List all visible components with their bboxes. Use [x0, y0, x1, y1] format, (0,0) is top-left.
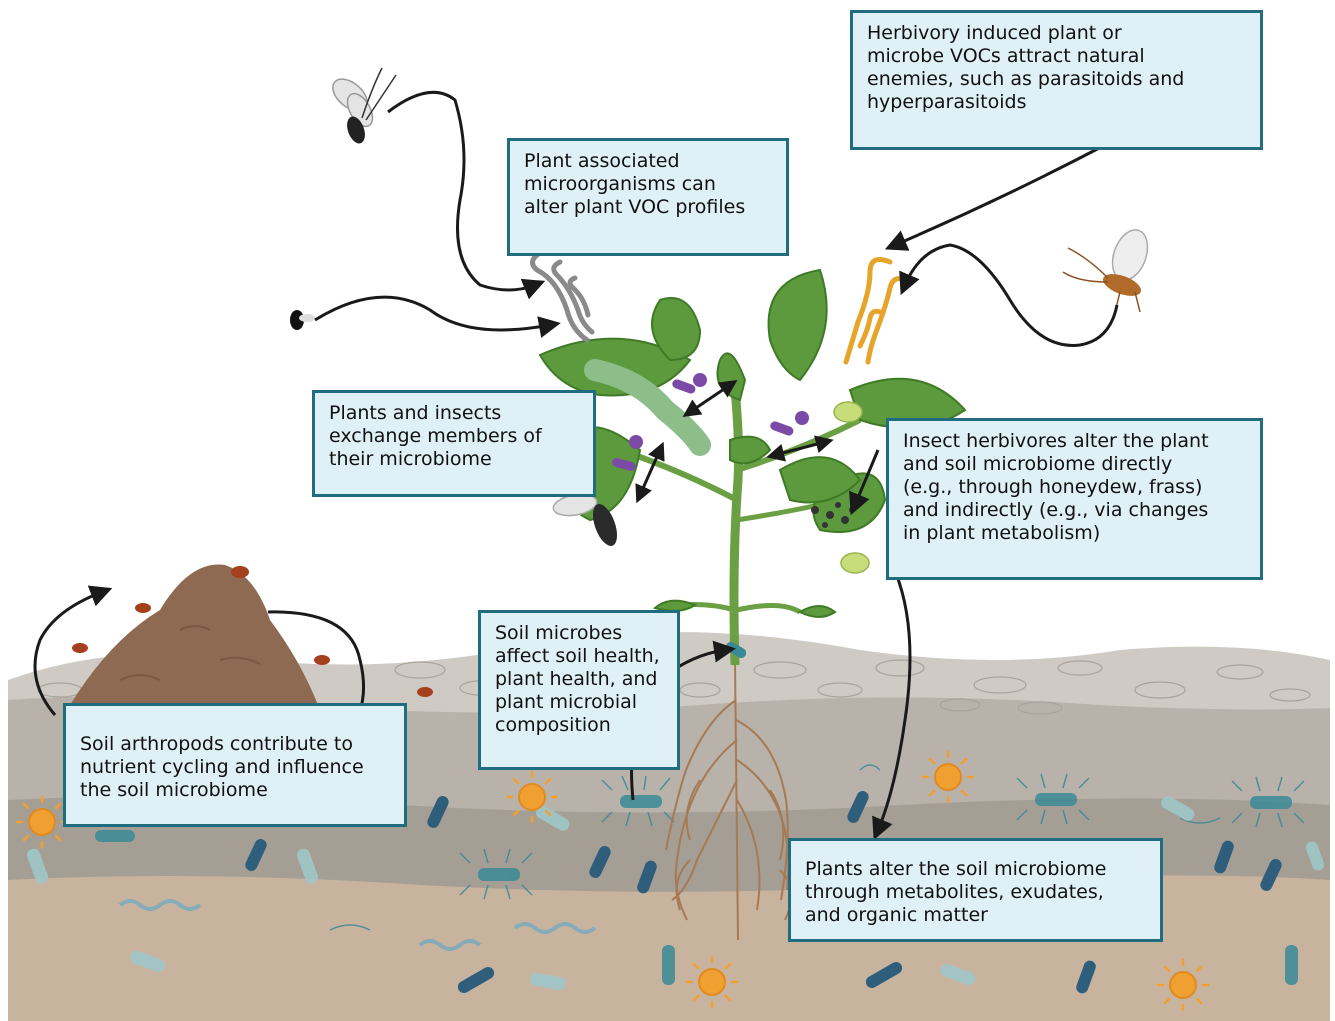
- wasp-icon: [327, 68, 396, 146]
- label-soil-microbes: Soil microbes affect soil health, plant …: [478, 610, 680, 770]
- label-plant-voc: Plant associated microorganisms can alte…: [507, 138, 789, 256]
- label-soil-arthropods: Soil arthropods contribute to nutrient c…: [63, 703, 407, 827]
- label-insect-herbivores: Insect herbivores alter the plant and so…: [886, 418, 1263, 580]
- fly-icon: [290, 310, 315, 330]
- soil-mound-icon: [70, 565, 318, 705]
- label-microbiome-exchange: Plants and insects exchange members of t…: [312, 390, 596, 497]
- label-plants-alter-soil: Plants alter the soil microbiome through…: [788, 838, 1163, 942]
- voc-wave-icon: [846, 260, 905, 362]
- label-herbivory-voc: Herbivory induced plant or microbe VOCs …: [850, 10, 1263, 150]
- parasitoid-icon: [1063, 225, 1154, 312]
